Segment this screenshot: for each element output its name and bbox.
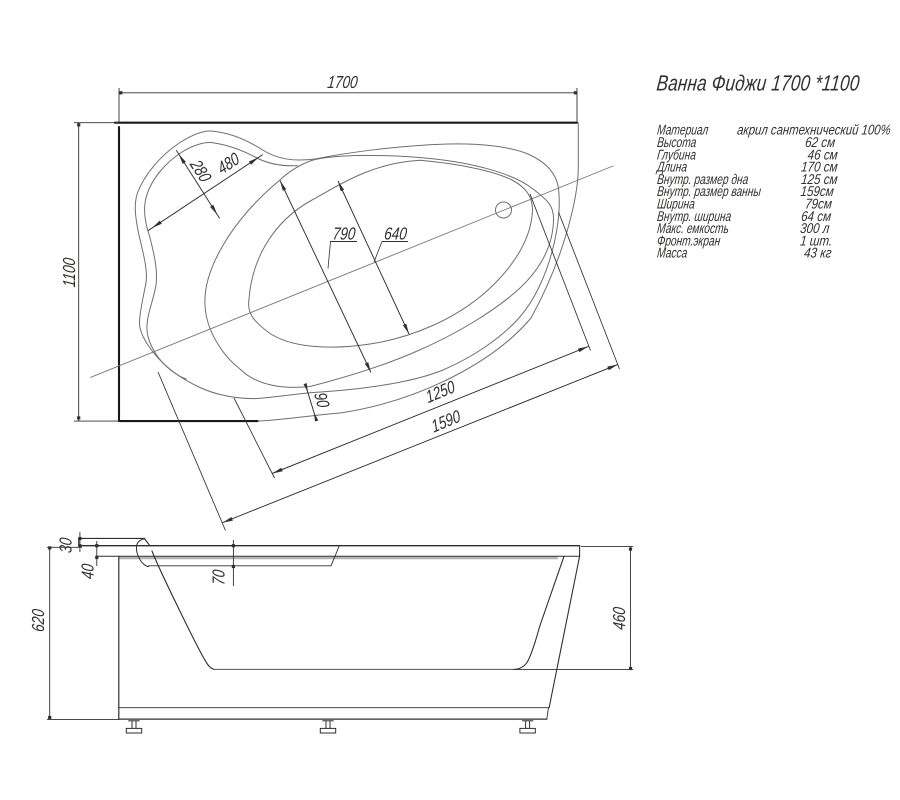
svg-text:43 кг: 43 кг: [803, 245, 833, 261]
svg-text:Фронт.экран: Фронт.экран: [656, 233, 721, 249]
svg-text:акрил сантехнический 100%: акрил сантехнический 100%: [736, 121, 891, 138]
svg-text:125 см: 125 см: [800, 171, 838, 187]
svg-text:Длина: Длина: [655, 159, 688, 175]
svg-text:Внутр. размер дна: Внутр. размер дна: [656, 171, 749, 187]
svg-text:Высота: Высота: [656, 134, 697, 150]
svg-text:159см: 159см: [800, 183, 835, 199]
svg-text:460: 460: [611, 606, 630, 631]
svg-text:Глубина: Глубина: [656, 147, 697, 163]
svg-text:Ширина: Ширина: [656, 196, 696, 212]
svg-text:Внутр. размер ванны: Внутр. размер ванны: [656, 184, 762, 200]
svg-text:62 см: 62 см: [804, 134, 836, 150]
svg-text:64 см: 64 см: [800, 208, 832, 224]
svg-text:79см: 79см: [804, 195, 833, 211]
svg-text:40: 40: [79, 563, 98, 580]
svg-text:1700: 1700: [326, 74, 358, 93]
svg-text:1100: 1100: [61, 257, 80, 288]
svg-text:46 см: 46 см: [807, 146, 839, 162]
svg-text:620: 620: [29, 608, 48, 633]
svg-text:1 шт.: 1 шт.: [799, 232, 833, 248]
svg-text:30: 30: [57, 537, 76, 554]
svg-text:90: 90: [309, 391, 332, 409]
svg-text:300 л: 300 л: [799, 220, 831, 236]
svg-text:170 см: 170 см: [800, 159, 838, 175]
svg-text:640: 640: [383, 225, 408, 244]
svg-text:Масса: Масса: [656, 245, 688, 261]
svg-text:Внутр. ширина: Внутр. ширина: [656, 208, 732, 224]
svg-text:70: 70: [210, 569, 229, 586]
svg-text:Ванна Фиджи 1700 *1100: Ванна Фиджи 1700 *1100: [655, 72, 860, 96]
svg-text:Материал: Материал: [656, 122, 709, 138]
svg-text:Макс. емкость: Макс. емкость: [656, 221, 730, 237]
svg-text:790: 790: [332, 225, 357, 244]
